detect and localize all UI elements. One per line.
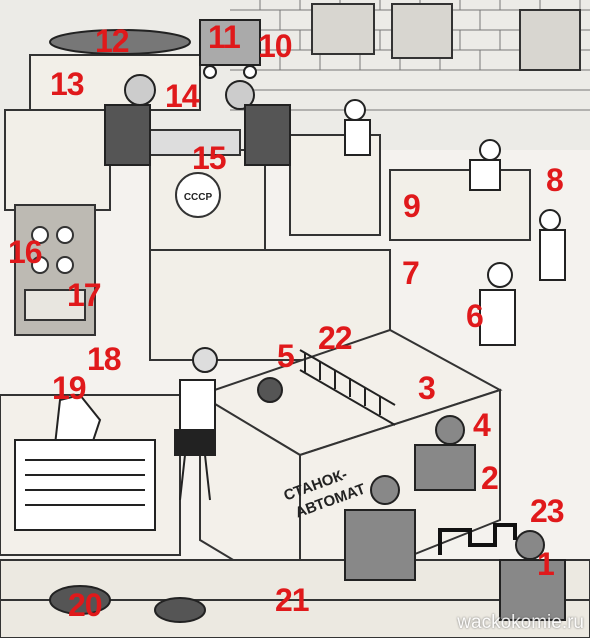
label-18: 18	[87, 341, 122, 377]
label-11: 11	[208, 19, 241, 55]
label-14: 14	[165, 78, 200, 114]
label-8: 8	[546, 162, 564, 198]
domino-players	[344, 415, 566, 621]
label-17: 17	[67, 277, 102, 313]
machine-cart	[199, 19, 261, 79]
chess-players	[104, 74, 291, 166]
label-7: 7	[402, 255, 420, 291]
label-19: 19	[52, 370, 87, 406]
control-panel	[14, 204, 96, 336]
label-3: 3	[418, 370, 436, 406]
label-22: 22	[318, 320, 353, 356]
sleeping-worker	[49, 29, 191, 55]
label-23: 23	[530, 493, 565, 529]
label-6: 6	[466, 298, 484, 334]
label-4: 4	[473, 407, 491, 443]
label-21: 21	[275, 582, 310, 618]
watermark: wackokomie.ru	[457, 612, 584, 633]
domino-pattern	[438, 523, 517, 555]
label-9: 9	[403, 188, 421, 224]
label-13: 13	[50, 66, 85, 102]
newspaper-reader	[14, 393, 206, 623]
running-workers	[344, 99, 566, 346]
label-5: 5	[277, 338, 295, 374]
wall-posters	[311, 3, 581, 71]
ussr-emblem: СССР	[175, 172, 221, 218]
pingpong-net	[299, 349, 396, 426]
label-1: 1	[537, 546, 555, 582]
label-2: 2	[481, 460, 499, 496]
pingpong-player	[174, 347, 283, 501]
label-10: 10	[258, 28, 293, 64]
label-20: 20	[68, 587, 103, 623]
label-16: 16	[8, 234, 43, 270]
label-15: 15	[192, 140, 227, 176]
emblem-text: СССР	[184, 192, 213, 203]
label-12: 12	[95, 23, 130, 59]
